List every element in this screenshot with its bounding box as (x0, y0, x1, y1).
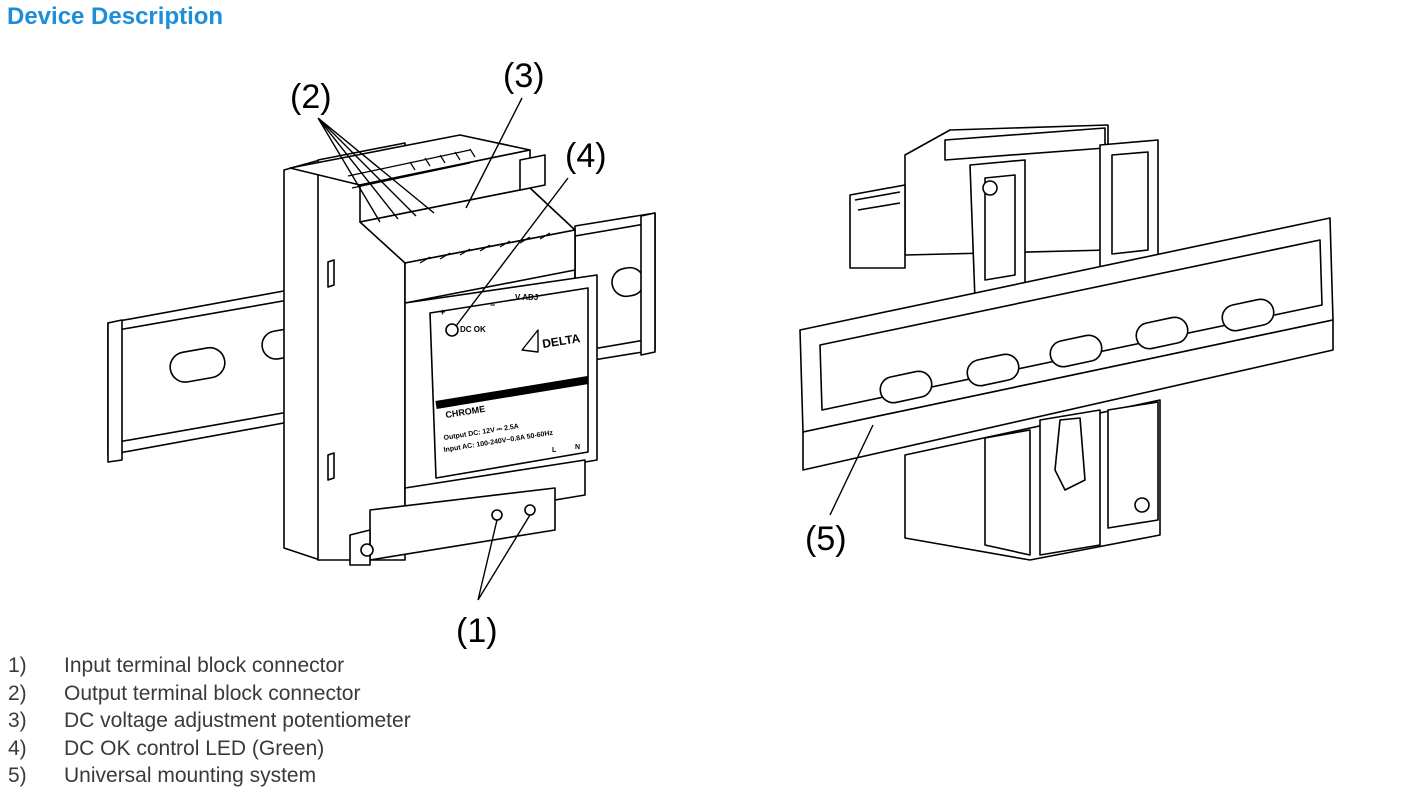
marking-dc-ok: DC OK (460, 325, 486, 334)
marking-plus: + (440, 307, 445, 317)
device-illustration: (2) (3) (4) (1) (5) + − DC OK V ADJ DELT… (107, 57, 1334, 650)
leader-lines (317, 97, 874, 601)
marking-n: N (575, 444, 580, 451)
callout-5: (5) (805, 520, 847, 558)
legend-list: 1)Input terminal block connector 2)Outpu… (8, 652, 411, 790)
power-supply-unit (283, 134, 598, 566)
marking-minus: − (490, 300, 495, 310)
callout-4: (4) (565, 137, 607, 175)
legend-item: 3)DC voltage adjustment potentiometer (8, 709, 411, 732)
legend-item: 1)Input terminal block connector (8, 654, 345, 677)
marking-l: L (552, 447, 557, 454)
legend-item: 4)DC OK control LED (Green) (8, 736, 325, 760)
callout-3: (3) (503, 57, 545, 95)
legend-item: 5)Universal mounting system (8, 764, 317, 787)
page-title: Device Description (7, 3, 224, 30)
legend-item: 2)Output terminal block connector (8, 681, 361, 705)
marking-v-adj: V ADJ (515, 293, 538, 302)
device-rear-view (799, 124, 1334, 561)
marking-brand: DELTA (541, 331, 581, 351)
callout-2: (2) (290, 78, 332, 116)
callout-1: (1) (456, 612, 498, 650)
